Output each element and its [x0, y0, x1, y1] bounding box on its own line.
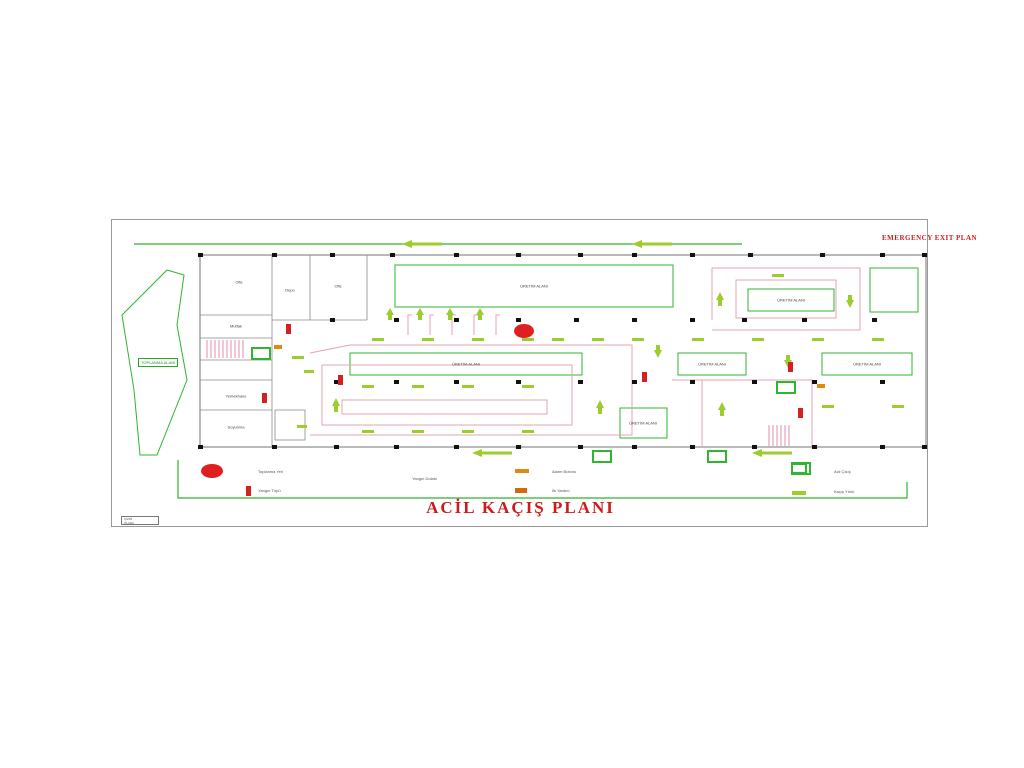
legend-label: Yangın Dolabı [412, 476, 438, 481]
title-block-row: ÖLÇEK [124, 521, 135, 525]
zone-label: Ofis [334, 283, 342, 289]
legend-first-aid [515, 488, 527, 493]
floor-plan-drawing [121, 240, 927, 499]
fire-extinguishers [246, 324, 803, 496]
stairs-right [768, 425, 790, 446]
building-outline [199, 254, 927, 448]
main-title: ACİL KAÇIŞ PLANI [426, 498, 615, 517]
structural-columns [198, 253, 927, 449]
legend-label: Yangın Tüpü [258, 488, 281, 493]
zone-label: Ofis [235, 279, 243, 285]
alarm-buttons [274, 345, 825, 473]
interior-walls [309, 267, 861, 447]
zone-label: ÜRETİM ALANI [629, 420, 657, 426]
zone-label: ÜRETİM ALANI [698, 361, 726, 367]
zone-label: Yemekhane [225, 393, 247, 399]
title-block: ÇİZİM ÖLÇEK [121, 516, 159, 525]
bottom-route [177, 460, 908, 499]
zone-label: Depo [285, 287, 295, 293]
zone-label: ÜRETİM ALANI [452, 361, 480, 367]
legend-label: Toplanma Yeri [258, 469, 284, 474]
stairs-left [206, 340, 244, 358]
zone-label: ÜRETİM ALANI [853, 361, 881, 367]
emergency-exit-plan: EMERGENCY EXIT PLAN TOPLANMA ALANI Ofis … [111, 219, 977, 527]
assembly-area-label: TOPLANMA ALANI [138, 358, 179, 367]
zone-label: ÜRETİM ALANI [520, 283, 548, 289]
assembly-point-marker [514, 324, 534, 338]
office-block-walls [200, 255, 368, 447]
legend-label: İlk Yardım [552, 488, 570, 493]
legend-label: Alarm Butonu [552, 469, 577, 474]
zone-label: Soyunma [227, 424, 245, 430]
evacuation-arrows [292, 240, 904, 495]
legend-label: Kaçış Yönü [834, 489, 855, 494]
zone-label: ÜRETİM ALANI [777, 297, 805, 303]
header-title: EMERGENCY EXIT PLAN [882, 234, 978, 242]
title-block-row: ÇİZİM [124, 517, 133, 521]
legend-label: Acil Çıkış [834, 469, 851, 474]
zone-label: Mutfak [229, 323, 243, 329]
legend-exit-door [791, 463, 807, 474]
assembly-area-outline [121, 269, 188, 456]
production-rooms [349, 264, 919, 439]
legend-assembly-point [201, 464, 223, 478]
